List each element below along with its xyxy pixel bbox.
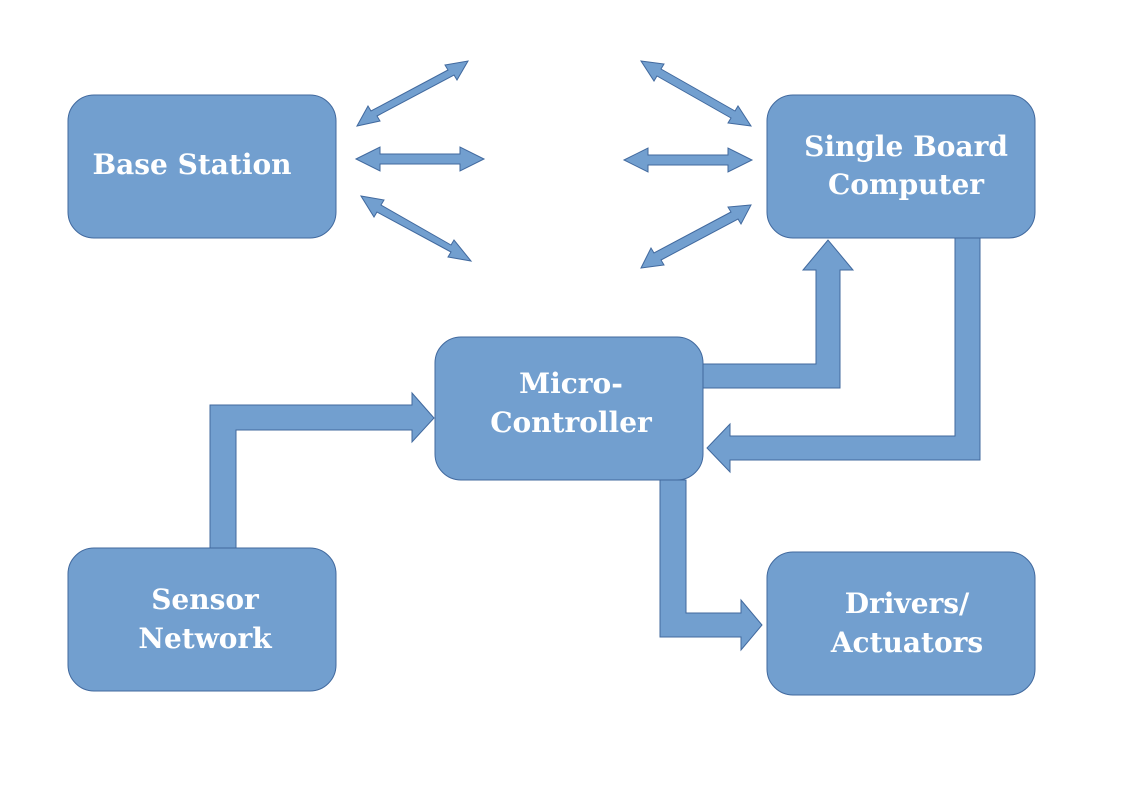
micro-controller-box	[434, 336, 704, 481]
wireless-arrow-right-middle	[622, 147, 754, 173]
arrow-sensor-to-micro	[209, 391, 435, 549]
base-station-label: Base Station	[92, 148, 291, 181]
wireless-arrow-right-upper	[639, 60, 753, 127]
drivers-actuators-box	[766, 551, 1036, 696]
node-micro-controller[interactable]: Micro- Controller	[434, 336, 704, 481]
wireless-arrow-left-middle	[354, 146, 486, 172]
arrow-micro-to-sbc	[702, 239, 855, 389]
single-board-computer-box	[766, 94, 1036, 239]
node-base-station[interactable]: Base Station	[67, 94, 337, 239]
node-single-board-computer[interactable]: Single Board Computer	[766, 94, 1036, 239]
wireless-arrow-right-lower	[640, 204, 752, 269]
single-board-computer-label-line1: Single Board	[804, 130, 1008, 163]
drivers-actuators-label-line2: Actuators	[830, 626, 983, 659]
sensor-network-label-line1: Sensor	[151, 583, 260, 616]
node-drivers-actuators[interactable]: Drivers/ Actuators	[766, 551, 1036, 696]
arrow-micro-to-drivers	[659, 479, 763, 652]
sensor-network-label-line2: Network	[138, 622, 272, 655]
wireless-arrow-left-upper	[356, 60, 469, 127]
drivers-actuators-label-line1: Drivers/	[845, 587, 970, 620]
micro-controller-label-line2: Controller	[490, 406, 653, 439]
single-board-computer-label-line2: Computer	[828, 168, 985, 201]
wireless-arrow-left-lower	[359, 195, 473, 262]
base-station-box	[67, 94, 337, 239]
sensor-network-box	[67, 547, 337, 692]
arrow-sbc-to-micro	[706, 237, 981, 474]
node-sensor-network[interactable]: Sensor Network	[67, 547, 337, 692]
micro-controller-label-line1: Micro-	[519, 367, 623, 400]
